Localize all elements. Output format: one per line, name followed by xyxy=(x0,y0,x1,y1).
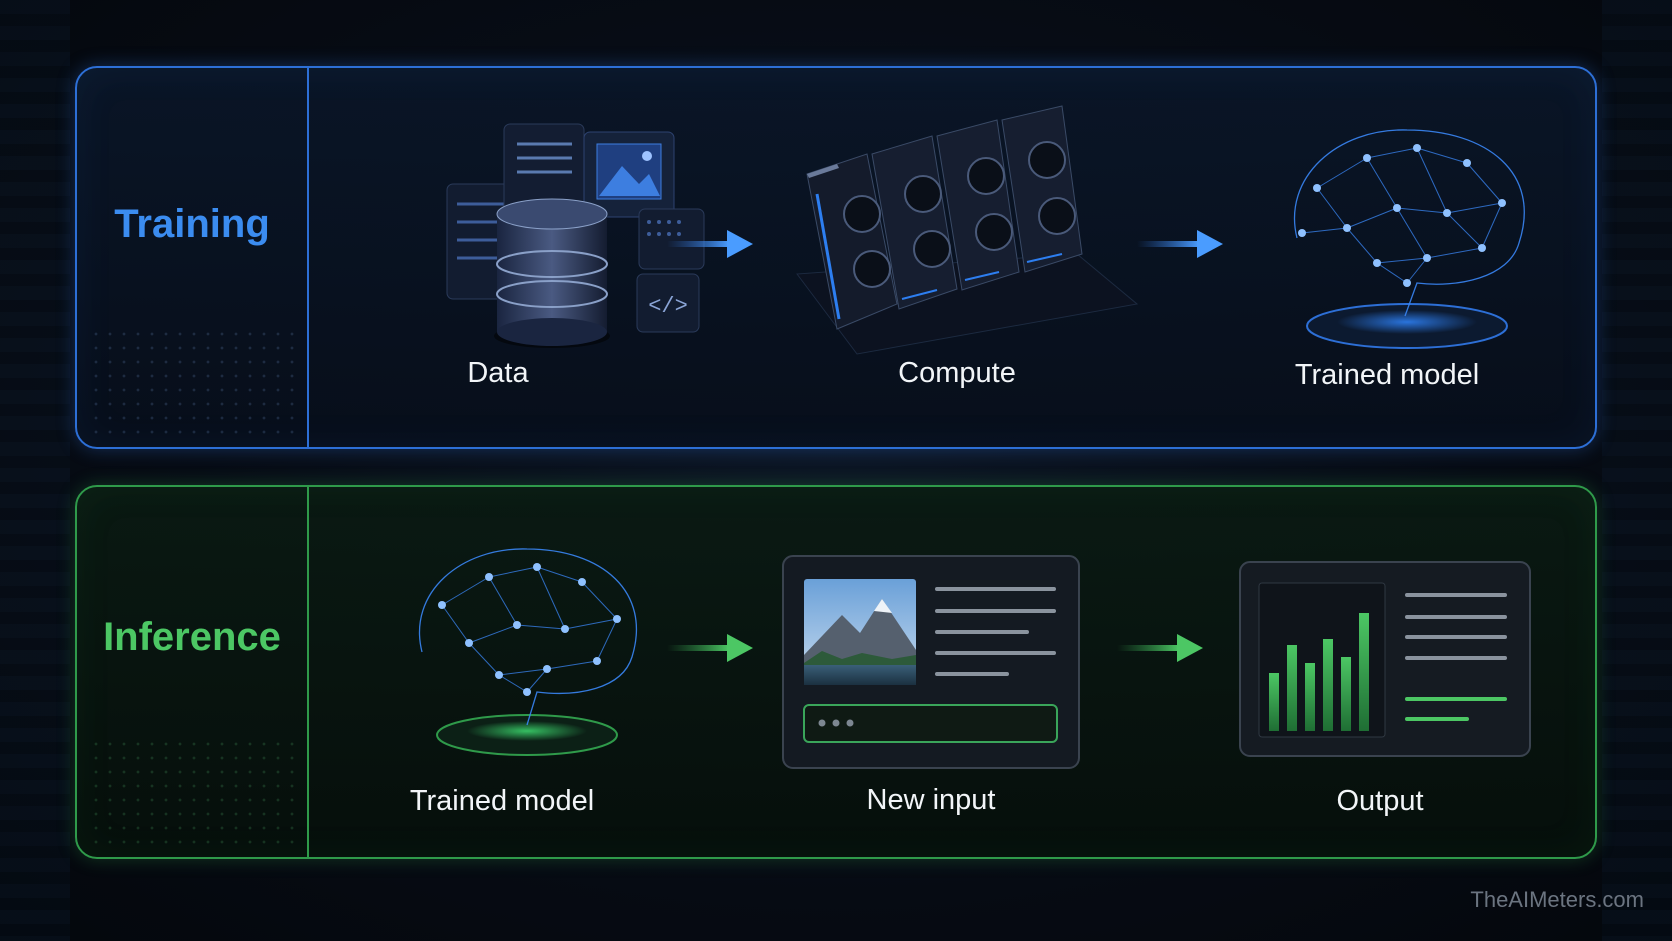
data-caption: Data xyxy=(467,357,529,389)
watermark: TheAIMeters.com xyxy=(1470,887,1644,912)
server-rack-background-right xyxy=(1602,0,1672,941)
trained-model-caption: Trained model xyxy=(409,785,595,817)
svg-text:</>: </> xyxy=(648,294,688,319)
output-stage xyxy=(1239,561,1531,757)
new-input-caption: New input xyxy=(866,784,996,816)
panel-divider xyxy=(307,487,309,857)
arrow-right-icon xyxy=(1117,634,1203,662)
output-caption: Output xyxy=(1336,785,1424,817)
neural-brain-icon xyxy=(1293,129,1525,349)
dot-pattern xyxy=(89,327,294,437)
trained-model-caption: Trained model xyxy=(1294,359,1480,391)
inference-label: Inference xyxy=(103,615,281,659)
training-panel: Training </> xyxy=(75,66,1597,449)
database-icon: </> xyxy=(446,123,705,348)
compute-stage xyxy=(777,104,1197,364)
trained-model-stage xyxy=(1257,118,1557,358)
dot-pattern xyxy=(89,737,294,847)
arrow-right-icon xyxy=(667,230,753,258)
panel-divider xyxy=(307,68,309,447)
gpu-cluster-icon xyxy=(796,105,1139,355)
output-chart-icon xyxy=(1239,561,1531,757)
input-window-icon xyxy=(782,555,1080,769)
data-stage: </> xyxy=(377,104,727,374)
trained-model-stage xyxy=(377,537,677,767)
server-rack-background-left xyxy=(0,0,70,941)
arrow-right-icon xyxy=(1137,230,1223,258)
neural-brain-icon xyxy=(418,548,638,756)
new-input-stage xyxy=(782,555,1080,769)
inference-panel: Inference Trained model xyxy=(75,485,1597,859)
training-label: Training xyxy=(114,202,270,246)
arrow-right-icon xyxy=(667,634,753,662)
compute-caption: Compute xyxy=(898,357,1016,389)
